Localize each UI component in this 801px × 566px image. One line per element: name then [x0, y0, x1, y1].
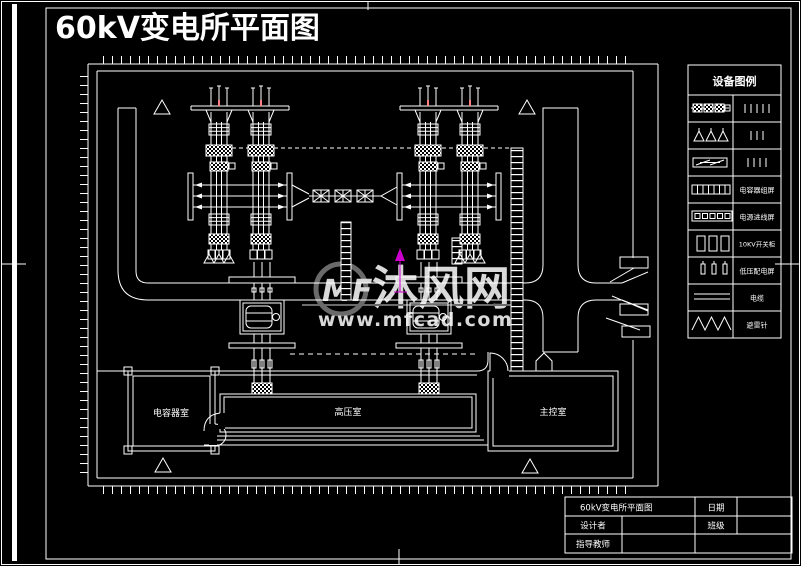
- switch-bay-4: [456, 85, 487, 260]
- room-high-voltage-label: 高压室: [334, 406, 361, 418]
- legend-row: 低压配电屏: [700, 261, 775, 276]
- room-capacitor-label: 电容器室: [153, 407, 189, 419]
- legend-row: [693, 128, 764, 142]
- watermark-site-url: www.mfcad.com: [318, 309, 513, 331]
- page-title: 60kV变电所平面图: [55, 11, 320, 46]
- legend-label: 电源进线屏: [740, 213, 775, 222]
- bus-bridge-left: [187, 172, 293, 221]
- title-block-designer-label: 设计者: [580, 521, 606, 532]
- legend-table: 设备图例 电容器组屏 电源进线屏: [687, 64, 782, 339]
- gantry-beams: [190, 105, 499, 111]
- binding-margin-bar: [12, 4, 17, 561]
- legend-row: 电源进线屏: [691, 210, 775, 222]
- legend-row: [691, 103, 770, 113]
- title-block-date-label: 日期: [707, 504, 724, 514]
- site-fence: [80, 56, 659, 494]
- phase-marks: [218, 100, 471, 106]
- legend-label: 电容器组屏: [740, 186, 775, 195]
- title-block: 60kV变电所平面图 日期 设计者 班级 指导教师: [564, 496, 793, 554]
- cable-trenches: [340, 147, 524, 372]
- switch-bay-3: [414, 85, 445, 260]
- title-block-class-label: 班级: [707, 521, 725, 532]
- center-bus-chain: [291, 184, 398, 208]
- room-main-control-label: 主控室: [539, 406, 566, 418]
- lightning-rod-marker-3: [154, 457, 172, 473]
- roads: [117, 107, 649, 353]
- lightning-rod-marker-1: [153, 99, 171, 115]
- switch-bay-2: [247, 85, 278, 260]
- lightning-rod-marker-2: [518, 99, 536, 115]
- substation-plan: 电容器室 高压室 主控室: [80, 56, 659, 494]
- legend-label: 避雷针: [747, 321, 768, 330]
- watermark-site-name: 沐风网: [372, 261, 510, 315]
- room-high-voltage: 高压室: [203, 393, 477, 433]
- bus-bridge-right: [396, 172, 502, 221]
- title-block-drawing-title: 60kV变电所平面图: [580, 503, 653, 514]
- room-main-control: 主控室: [487, 352, 619, 452]
- entrance-gate: [605, 256, 651, 338]
- title-block-advisor-label: 指导教师: [576, 539, 611, 550]
- legend-row: 10KV开关柜: [696, 235, 776, 252]
- building-apron: [204, 435, 488, 446]
- legend-row: 电缆: [694, 293, 764, 303]
- legend-header: 设备图例: [713, 74, 757, 88]
- legend-row: [692, 157, 767, 168]
- main-transformer-1: [228, 261, 296, 395]
- lightning-rod-marker-4: [521, 458, 539, 474]
- legend-row: 电容器组屏: [691, 184, 775, 195]
- legend-label: 低压配电屏: [740, 267, 775, 276]
- switch-bay-1: [205, 85, 236, 260]
- north-arrow: [394, 248, 407, 293]
- legend-label: 10KV开关柜: [739, 240, 776, 249]
- room-capacitor: 电容器室: [123, 366, 227, 455]
- legend-label: 电缆: [750, 294, 764, 303]
- legend-row: 避雷针: [691, 315, 768, 332]
